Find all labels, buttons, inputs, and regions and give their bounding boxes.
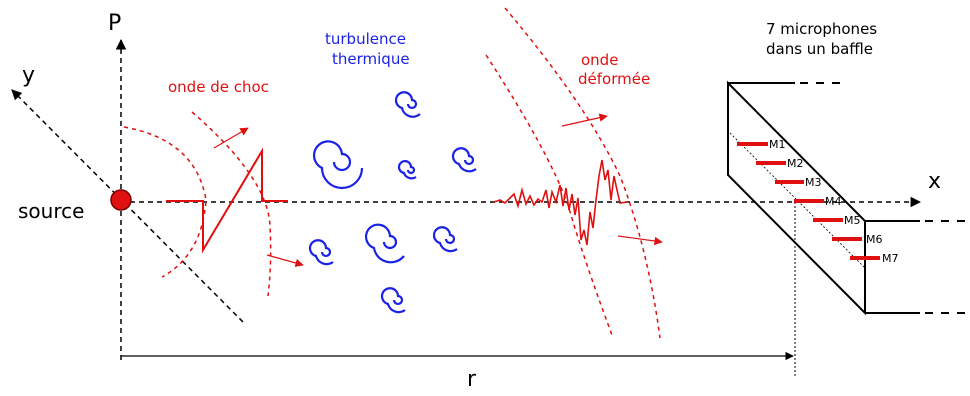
shock-wave-label: onde de choc [168,78,269,96]
source-dot-icon [110,189,132,211]
deformed-label-line2: déformée [578,70,650,88]
spiral-icon [432,226,458,253]
p-axis-label: P [108,11,121,36]
mic-label-m5: M5 [844,214,861,227]
arrow-icon [266,254,304,268]
deformed-signal [493,159,629,246]
source-label: source [18,199,84,223]
baffle-dashes [800,82,970,314]
deformed-front-inner [485,54,613,336]
r-label: r [467,367,477,391]
arrow-icon [213,127,249,149]
spiral-icon [308,239,334,266]
mic-label-m3: M3 [805,176,822,189]
spiral-icon [451,147,477,173]
deformed-front-outer [504,7,661,339]
turbulence-label-line2: thermique [332,50,410,68]
arrow-icon [561,113,608,127]
spiral-icon [312,140,364,190]
turbulence-label-line1: turbulence [325,30,406,48]
mic-label-m1: M1 [769,138,786,151]
spiral-icon [397,160,417,180]
shock-front-outer [191,111,272,297]
spiral-icon [380,287,406,314]
mics-label-line2: dans un baffle [766,40,873,58]
spiral-icon [394,91,421,118]
mic-label-m6: M6 [866,233,883,246]
mics-label-line1: 7 microphones [766,20,877,38]
n-wave-signal [166,147,288,254]
y-axis-label: y [22,63,35,88]
arrow-icon [617,235,663,246]
turbulence-spirals [308,91,477,314]
x-axis-label: x [928,169,941,194]
mic-label-m2: M2 [787,157,804,170]
spiral-icon [364,223,405,264]
baffle [727,80,920,316]
mic-label-m7: M7 [882,252,899,265]
deformed-label-line1: onde [581,51,618,69]
mic-label-m4: M4 [825,195,842,208]
microphones [737,142,880,260]
